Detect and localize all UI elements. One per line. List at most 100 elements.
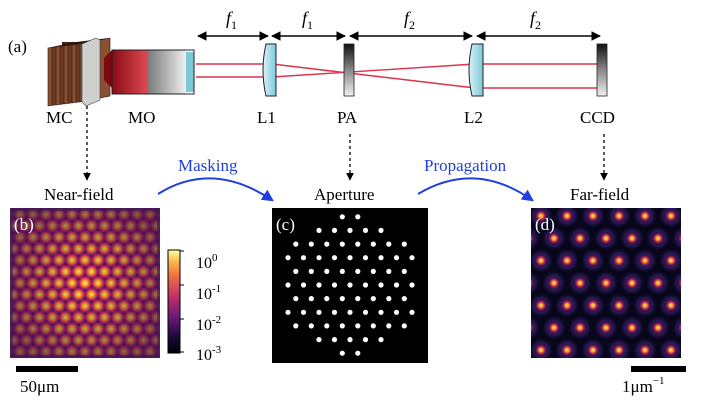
near-field-spot: [12, 208, 28, 222]
aperture-dot: [370, 296, 376, 302]
aperture-dot: [370, 241, 376, 247]
aperture-dot: [355, 296, 361, 302]
near-field-spot: [136, 286, 151, 302]
far-field-spot: [535, 209, 547, 222]
near-field-spot: [110, 286, 125, 302]
far-field-ring: [503, 338, 527, 362]
near-field-spot: [0, 218, 8, 233]
far-field-spot: [561, 344, 573, 357]
near-field-spot: [97, 264, 112, 280]
aperture-dot: [285, 309, 291, 315]
near-field-spot: [51, 208, 67, 222]
aperture-dot: [339, 241, 345, 247]
near-field-spot: [97, 241, 112, 257]
far-field-ring: [685, 293, 702, 317]
far-field-spot: [548, 366, 560, 378]
aperture-dot: [308, 241, 314, 247]
aperture-dot: [355, 214, 361, 220]
near-field-spot: [19, 264, 34, 280]
far-field-spot: [561, 254, 573, 267]
far-field-spot: [496, 277, 508, 289]
panel-label-c: (c): [276, 215, 295, 234]
far-field-spot: [678, 233, 681, 244]
near-field-spot: [45, 264, 60, 280]
aperture-dot: [331, 255, 338, 261]
aperture-dot: [300, 309, 307, 315]
aperture-dot: [347, 309, 353, 315]
near-field-spot: [38, 208, 54, 222]
far-field-spot: [691, 255, 702, 267]
far-field-ring: [503, 204, 527, 228]
far-field-spot: [496, 232, 508, 244]
aperture-dot: [409, 309, 415, 315]
aperture-dot: [378, 227, 384, 233]
aperture-dot: [401, 296, 407, 302]
near-field-spot: [162, 195, 177, 210]
near-field-spot: [116, 252, 132, 268]
near-field-spot: [25, 252, 41, 268]
near-field-spot: [116, 275, 132, 291]
far-field-ring: [516, 182, 540, 206]
near-field-spot: [123, 309, 138, 325]
scalebar-near-label: 50μm: [20, 377, 59, 396]
aperture-dot: [355, 241, 361, 247]
near-field-spot: [129, 344, 145, 358]
aperture-dot: [300, 282, 307, 288]
near-field-spot: [84, 309, 99, 325]
aperture-dot: [347, 337, 353, 343]
near-field-spot: [116, 344, 132, 358]
near-field-spot: [19, 241, 34, 257]
near-field-spot: [97, 218, 112, 234]
near-field-spot: [162, 218, 177, 233]
far-field-ring: [698, 360, 702, 384]
aperture-dot: [316, 309, 322, 315]
label-l1: L1: [257, 108, 276, 127]
far-field-spot: [548, 188, 560, 200]
propagation-arrow: [417, 177, 534, 202]
near-field-spot: [77, 344, 93, 358]
near-field-spot: [136, 218, 151, 234]
near-field-spot: [103, 252, 119, 268]
aperture-dot: [300, 255, 307, 261]
far-field-spot: [587, 299, 599, 312]
panel-label-a: (a): [8, 37, 27, 56]
near-field-spot: [0, 241, 8, 256]
far-field-ring: [503, 249, 527, 273]
far-field-spot: [535, 254, 547, 267]
near-field-spot: [19, 309, 34, 325]
far-field-spot: [678, 277, 681, 289]
far-field-spot: [626, 321, 638, 334]
aperture-dot: [393, 255, 400, 261]
far-field-spot: [587, 344, 599, 357]
near-field-spot: [71, 332, 86, 348]
far-field-ring: [685, 338, 702, 362]
near-field-spot: [0, 333, 8, 348]
near-field-spot: [142, 229, 158, 245]
near-field-spot: [90, 344, 106, 358]
near-field-spot: [12, 275, 28, 291]
aperture-dot: [401, 323, 407, 329]
aperture-dot: [355, 323, 361, 329]
aperture-dot: [339, 350, 345, 356]
aperture-dot: [378, 282, 384, 288]
far-field-spot: [600, 232, 612, 245]
near-field-spot: [0, 253, 2, 268]
near-field-spot: [175, 218, 190, 233]
near-field-spot: [19, 218, 34, 234]
scalebar-far: [631, 366, 686, 372]
near-field-spot: [84, 218, 99, 234]
near-field-spot: [32, 218, 47, 234]
far-field-spot: [652, 232, 664, 245]
far-field-ring: [685, 204, 702, 228]
label-mo: MO: [128, 108, 155, 127]
near-field-spot: [71, 264, 86, 280]
aperture-dot: [409, 255, 415, 261]
far-field-spot: [639, 299, 651, 312]
aperture-dot: [331, 309, 338, 315]
far-field-ring: [698, 271, 702, 295]
far-field-ring: [542, 182, 566, 206]
near-field-spot: [12, 229, 28, 245]
aperture-dot: [370, 323, 376, 329]
near-field-spot: [0, 287, 8, 302]
far-field-spot: [600, 277, 612, 289]
